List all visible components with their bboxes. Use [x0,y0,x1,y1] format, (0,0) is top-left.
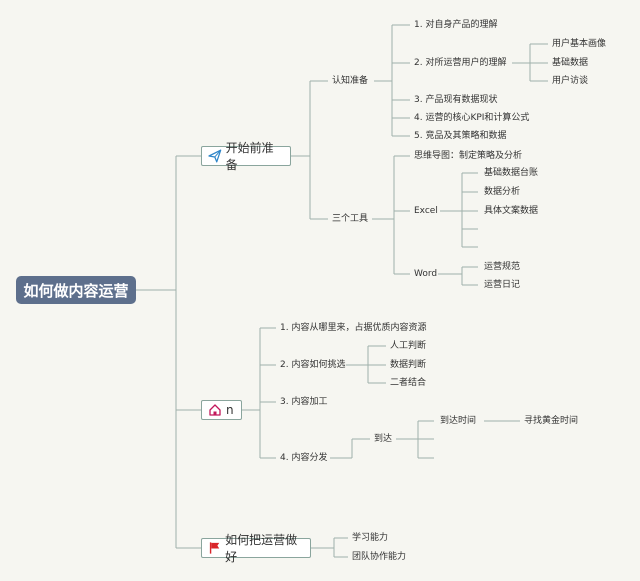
house-icon [209,404,221,416]
red-flag-icon [209,542,220,554]
node-cognitive-item-1[interactable]: 1. 对自身产品的理解 [414,20,498,30]
connector-lines [136,24,548,558]
node-word-item-2[interactable]: 运营日记 [484,280,521,290]
node-reach-time[interactable]: 到达时间 [440,416,477,426]
node-content-step-4[interactable]: 4. 内容分发 [280,453,328,463]
paper-plane-icon [208,149,222,163]
node-excel-item-3[interactable]: 具体文案数据 [484,206,539,216]
node-word-tool[interactable]: Word [414,269,438,279]
root-node[interactable]: 如何做内容运营 [16,276,136,304]
node-select-item-1[interactable]: 人工判断 [390,341,427,351]
node-ability-2[interactable]: 团队协作能力 [352,552,407,562]
node-user-item-2[interactable]: 基础数据 [552,58,589,68]
node-three-tools[interactable]: 三个工具 [332,214,369,224]
node-select-item-2[interactable]: 数据判断 [390,360,427,370]
branch-prep[interactable]: 开始前准备 [201,141,291,172]
node-cognitive-item-5[interactable]: 5. 竞品及其策略和数据 [414,131,507,141]
node-cognitive-item-2[interactable]: 2. 对所运营用户的理解 [414,58,507,68]
node-word-item-1[interactable]: 运营规范 [484,262,521,272]
node-user-item-1[interactable]: 用户基本画像 [552,39,607,49]
branch-improve[interactable]: 如何把运营做好 [201,533,311,564]
node-user-item-3[interactable]: 用户访谈 [552,76,589,86]
node-reach[interactable]: 到达 [374,434,393,444]
node-golden-time[interactable]: 寻找黄金时间 [524,416,579,426]
node-cognitive-item-4[interactable]: 4. 运营的核心KPI和计算公式 [414,113,530,123]
branch-content[interactable]: n [201,400,242,420]
node-mindmap-tool[interactable]: 思维导图：制定策略及分析 [414,151,523,161]
node-content-step-3[interactable]: 3. 内容加工 [280,397,328,407]
root-label: 如何做内容运营 [23,281,129,300]
node-content-step-2[interactable]: 2. 内容如何挑选 [280,360,346,370]
node-content-step-1[interactable]: 1. 内容从哪里来，占据优质内容资源 [280,323,427,333]
node-cognitive-item-3[interactable]: 3. 产品现有数据现状 [414,95,498,105]
node-select-item-3[interactable]: 二者结合 [390,378,427,388]
branch-prep-label: 开始前准备 [225,141,274,172]
node-ability-1[interactable]: 学习能力 [352,533,389,543]
node-excel-item-2[interactable]: 数据分析 [484,187,521,197]
node-excel-tool[interactable]: Excel [414,206,438,216]
branch-content-label: n [226,403,234,417]
node-cognitive-prep[interactable]: 认知准备 [332,76,369,86]
node-excel-item-1[interactable]: 基础数据台账 [484,168,539,178]
branch-improve-label: 如何把运营做好 [225,533,298,564]
